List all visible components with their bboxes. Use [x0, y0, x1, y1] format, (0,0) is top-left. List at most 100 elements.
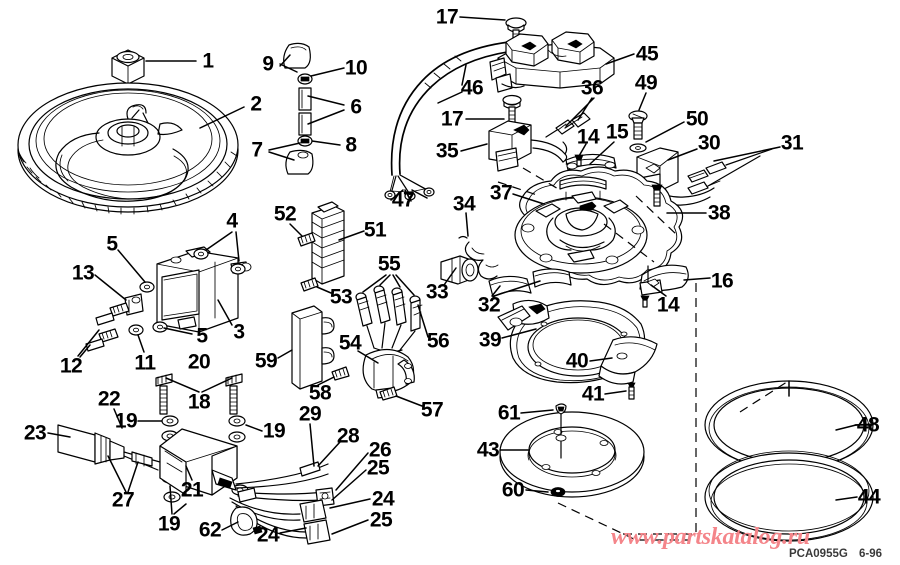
diagram-date: 6-96: [859, 548, 883, 560]
callout-36: 36: [580, 76, 604, 100]
callout-30: 30: [697, 131, 721, 155]
callout-58: 58: [308, 381, 332, 405]
seal-plate-43: [499, 411, 645, 498]
callout-18: 18: [187, 390, 211, 414]
washer-11: [128, 324, 144, 336]
washers-4: [193, 248, 246, 275]
callout-44: 44: [857, 485, 881, 509]
callout-20: 20: [187, 350, 211, 374]
diagram-code: PCA0955G: [789, 548, 848, 560]
callout-46: 46: [460, 76, 484, 100]
site-watermark: www.partskatalog.ru: [611, 524, 810, 550]
callout-3: 3: [233, 320, 245, 344]
callout-35: 35: [435, 139, 459, 163]
flywheel: [17, 82, 239, 215]
callout-40: 40: [565, 349, 589, 373]
coil-35: [488, 120, 568, 172]
weight-40: [598, 336, 658, 385]
callout-47: 47: [391, 188, 415, 212]
callout-48: 48: [856, 413, 880, 437]
callout-8: 8: [345, 133, 357, 157]
callout-13: 13: [71, 261, 95, 285]
clip-62: [230, 506, 263, 536]
o-ring-48: [704, 380, 874, 470]
screw-57: [379, 386, 398, 401]
callout-28: 28: [336, 424, 360, 448]
armature-plate-37: [514, 166, 684, 286]
callout-7: 7: [251, 138, 263, 162]
callout-17: 17: [435, 5, 459, 29]
callout-33: 33: [425, 280, 449, 304]
callout-24: 24: [371, 487, 395, 511]
spark-leads-55-56: [355, 285, 423, 353]
wiring-harness-46: [384, 40, 523, 201]
screw-61: [555, 403, 567, 459]
coil-assembly-45: [489, 31, 615, 93]
callout-19: 19: [157, 512, 181, 536]
screws-18: [155, 373, 243, 415]
clamp-16: [639, 264, 689, 296]
callout-22: 22: [97, 387, 121, 411]
flywheel-assembly: [17, 49, 239, 215]
screws-12: [85, 302, 130, 352]
callout-27: 27: [111, 488, 135, 512]
callout-1: 1: [202, 49, 214, 73]
callout-56: 56: [426, 329, 450, 353]
callout-15: 15: [605, 120, 629, 144]
leader-lines: [47, 16, 875, 535]
callout-10: 10: [344, 56, 368, 80]
connector-23-22: [57, 424, 161, 471]
callout-51: 51: [363, 218, 387, 242]
screw-14-lower: [640, 295, 650, 308]
callout-5: 5: [106, 232, 118, 256]
callout-57: 57: [420, 398, 444, 422]
callout-24: 24: [256, 523, 280, 547]
spring-34: [458, 235, 499, 280]
lead-1: [355, 292, 375, 349]
bracket-59: [291, 305, 335, 390]
callout-16: 16: [710, 269, 734, 293]
callout-41: 41: [581, 382, 605, 406]
screw-53: [300, 277, 319, 292]
callout-38: 38: [707, 201, 731, 225]
callout-14: 14: [656, 293, 680, 317]
power-pack-21: [159, 428, 238, 496]
callout-23: 23: [23, 421, 47, 445]
callout-50: 50: [685, 107, 709, 131]
callout-53: 53: [329, 285, 353, 309]
callout-59: 59: [254, 349, 278, 373]
callout-52: 52: [273, 202, 297, 226]
nut-60: [550, 487, 566, 497]
o-ring-44: [704, 450, 874, 542]
callout-17: 17: [440, 107, 464, 131]
lead-2: [373, 285, 391, 349]
callout-2: 2: [250, 92, 262, 116]
callout-25: 25: [366, 456, 390, 480]
callout-43: 43: [476, 438, 500, 462]
callout-60: 60: [501, 478, 525, 502]
callout-61: 61: [497, 401, 521, 425]
sleeves-32: [488, 268, 572, 298]
callout-4: 4: [226, 209, 238, 233]
callout-49: 49: [634, 71, 658, 95]
assembly-reference-lines: [497, 167, 791, 541]
rectifier-30: [636, 147, 773, 206]
callout-55: 55: [377, 252, 401, 276]
callout-25: 25: [369, 508, 393, 532]
terminal-block-51: [311, 201, 345, 285]
callout-26: 26: [368, 438, 392, 462]
callout-12: 12: [59, 354, 83, 378]
screw-52: [297, 232, 316, 247]
screw-41: [627, 382, 636, 400]
callout-34: 34: [452, 192, 476, 216]
washers-5: [139, 281, 168, 333]
callout-19: 19: [114, 409, 138, 433]
callout-14: 14: [576, 125, 600, 149]
callout-54: 54: [338, 331, 362, 355]
callout-31: 31: [780, 131, 804, 155]
anode-and-pins-stack: [283, 42, 314, 175]
callout-11: 11: [134, 351, 156, 375]
callout-6: 6: [350, 95, 362, 119]
